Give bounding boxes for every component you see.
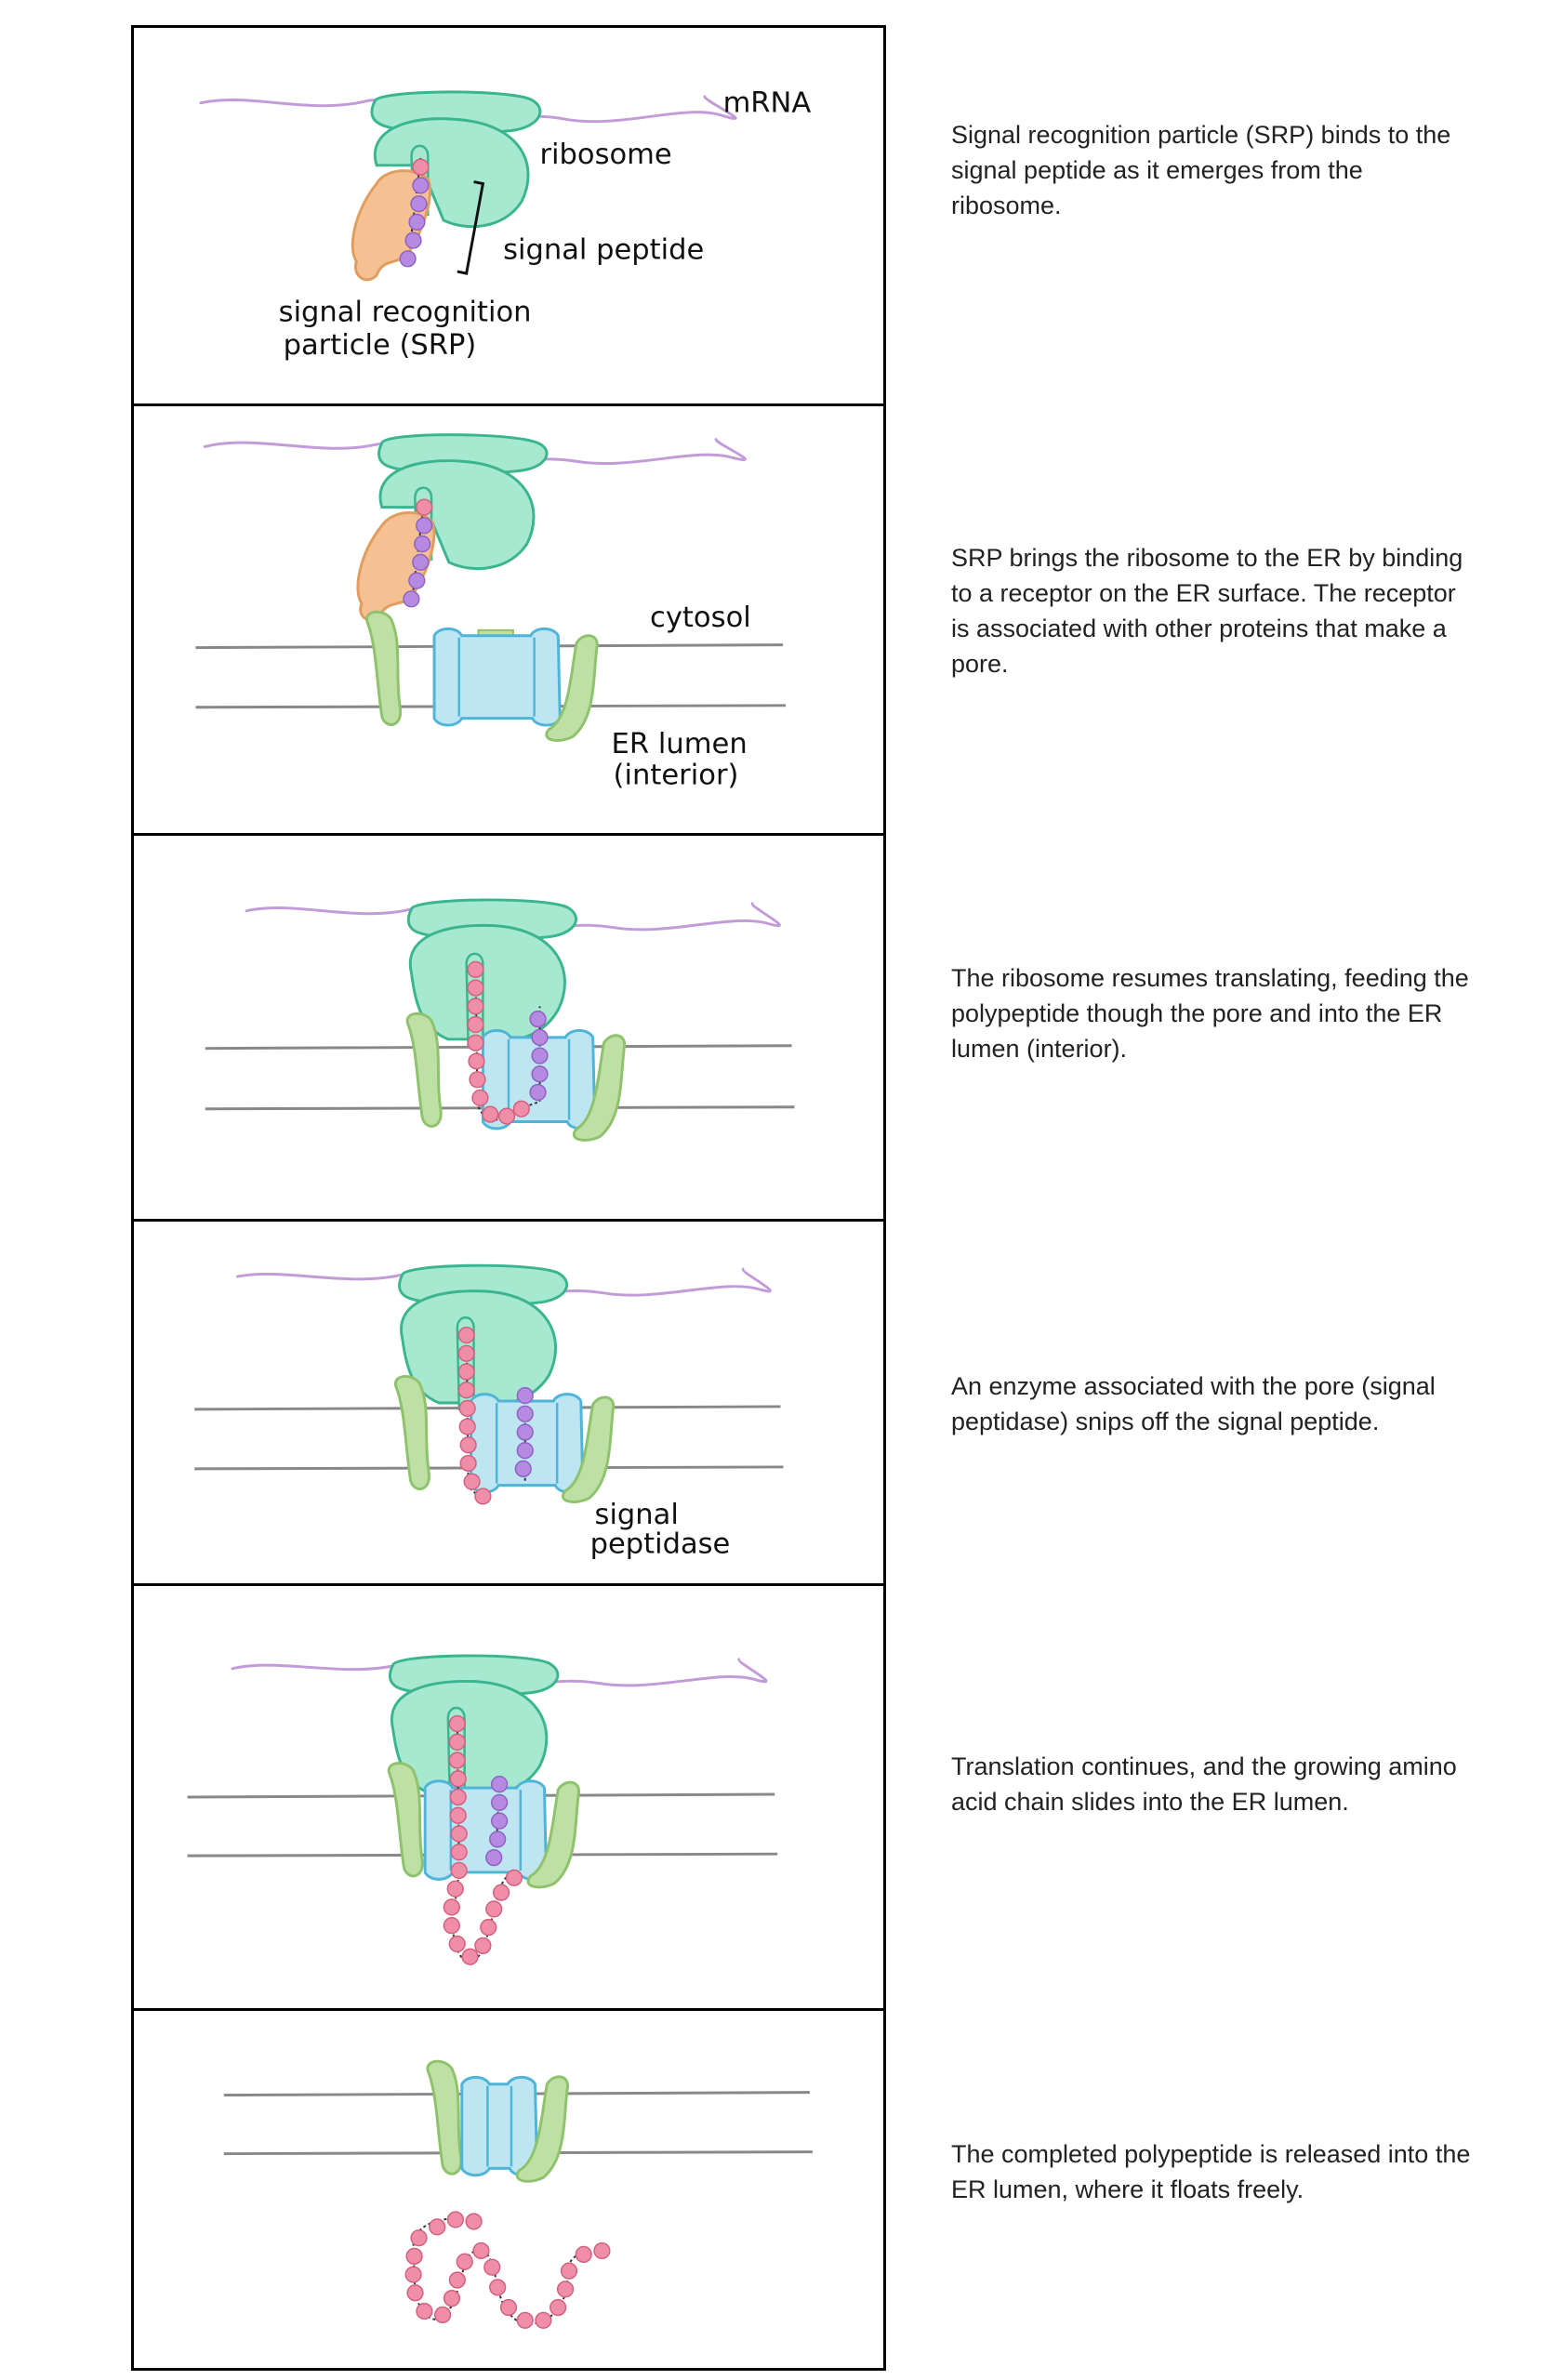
srp-receptor — [387, 1762, 424, 1878]
er-lumen-label-line1: ER lumen — [612, 728, 748, 760]
signal-peptidase-label-line2: peptidase — [590, 1528, 731, 1561]
step-1-diagram: mRNA ribosome signal peptide signal reco… — [199, 87, 812, 362]
srp-label-line2: particle (SRP) — [284, 329, 477, 362]
srp-receptor — [426, 2059, 463, 2175]
ribosome-label: ribosome — [540, 139, 672, 171]
signal-peptidase — [562, 1395, 616, 1503]
pore-associated-protein — [545, 634, 599, 742]
step-1-panel: mRNA ribosome signal peptide signal reco… — [131, 25, 886, 406]
srp-label-line1: signal recognition — [279, 296, 532, 328]
translocon-pore — [460, 2075, 539, 2177]
pore-associated-protein — [526, 1780, 581, 1889]
ribosome-large-subunit — [378, 459, 536, 571]
step-6-caption: The completed polypeptide is released in… — [951, 2140, 1471, 2203]
pore-associated-protein — [573, 1034, 627, 1142]
cytosol-label: cytosol — [650, 602, 751, 634]
mrna-label: mRNA — [723, 87, 812, 120]
step-3-diagram — [205, 898, 795, 1142]
step-3-caption: The ribosome resumes translating, feedin… — [951, 964, 1469, 1063]
step-5-diagram — [187, 1654, 778, 1965]
step-4-diagram: signal peptidase — [194, 1263, 784, 1561]
translocon-pore — [432, 627, 562, 727]
translocon-pore — [423, 1779, 548, 1881]
step-2-caption: SRP brings the ribosome to the ER by bin… — [951, 544, 1463, 678]
srp-receptor — [394, 1375, 430, 1490]
signal-peptidase-label-line1: signal — [595, 1499, 679, 1531]
pore-associated-protein — [515, 2075, 570, 2183]
step-4-panel: signal peptidase — [131, 1219, 886, 1586]
step-6-diagram — [223, 2059, 813, 2329]
step-5-panel — [131, 1583, 886, 2011]
step-2-diagram: cytosol ER lumen (interior) — [195, 433, 787, 792]
srp-receptor — [365, 610, 403, 726]
srp-particle — [351, 169, 432, 282]
step-1-caption: Signal recognition particle (SRP) binds … — [951, 121, 1451, 219]
step-4-caption: An enzyme associated with the pore (sign… — [951, 1372, 1436, 1435]
step-2-panel: cytosol ER lumen (interior) — [131, 403, 886, 836]
signal-peptide-label: signal peptide — [503, 233, 704, 266]
step-3-panel — [131, 833, 886, 1222]
step-5-caption: Translation continues, and the growing a… — [951, 1752, 1457, 1816]
srp-receptor — [405, 1012, 443, 1128]
er-lumen-label-line2: (interior) — [614, 760, 739, 792]
step-6-panel — [131, 2008, 886, 2371]
ribosome-large-subunit — [400, 1289, 558, 1407]
